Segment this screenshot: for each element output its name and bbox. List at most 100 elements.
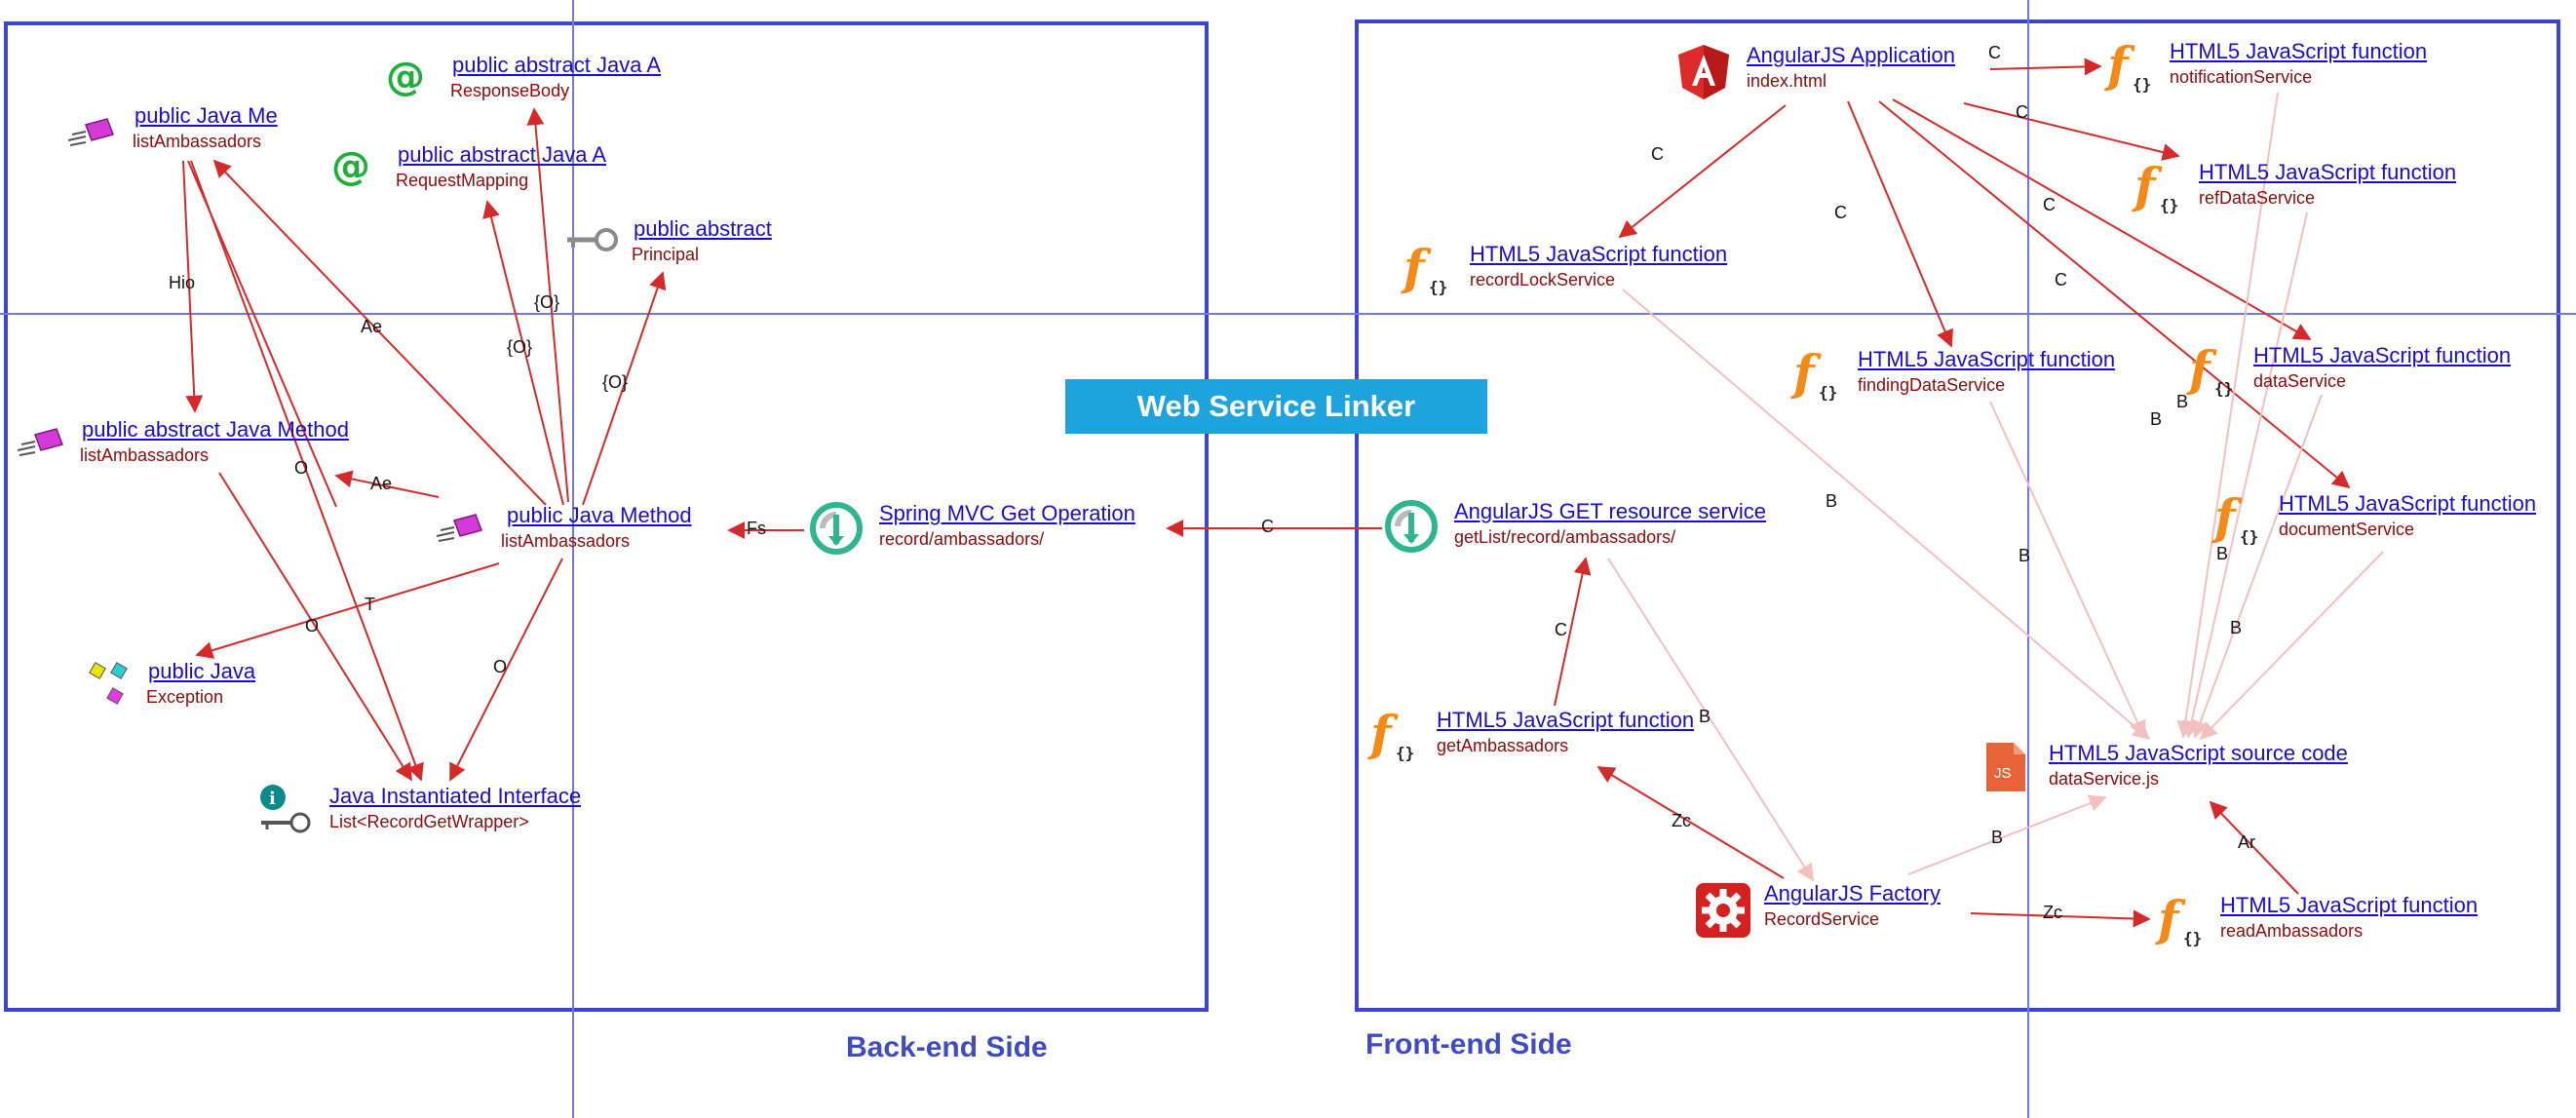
- edge-ae-left: [334, 470, 440, 498]
- node-abstract-method[interactable]: public abstract Java Method listAmbassad…: [16, 417, 386, 476]
- node-fn-readamb-title[interactable]: HTML5 JavaScript function: [2220, 893, 2479, 917]
- node-principal-title[interactable]: public abstract: [634, 216, 772, 241]
- edge-c-document: [1878, 100, 2351, 489]
- node-js-source-subtitle: dataService.js: [2049, 769, 2160, 789]
- web-service-icon: [1385, 500, 1438, 553]
- edge-label-hio: Hio: [169, 273, 196, 292]
- frontend-edges: [1554, 58, 2351, 928]
- node-fn-findingdata-title[interactable]: HTML5 JavaScript function: [1858, 347, 2116, 371]
- node-fn-dataservice[interactable]: f {} HTML5 JavaScript function dataServi…: [2185, 343, 2556, 402]
- node-angular-get-subtitle: getList/record/ambassadors/: [1454, 527, 1676, 547]
- edge-label-c6: C: [2055, 270, 2067, 289]
- node-instantiated-title[interactable]: Java Instantiated Interface: [329, 784, 582, 808]
- node-annot-response-title[interactable]: public abstract Java A: [452, 53, 662, 77]
- web-service-icon: [810, 502, 863, 555]
- js-function-icon: f {}: [2132, 160, 2178, 214]
- edge-o-response: [526, 107, 569, 503]
- node-js-source-title[interactable]: HTML5 JavaScript source code: [2049, 741, 2348, 765]
- edge-label-ar: Ar: [2238, 832, 2255, 852]
- svg-text:{}: {}: [2240, 527, 2258, 546]
- annotation-at-icon: @: [386, 55, 425, 99]
- node-fn-refdata[interactable]: f {} HTML5 JavaScript function refDataSe…: [2131, 160, 2501, 218]
- svg-text:{}: {}: [1819, 383, 1837, 402]
- edge-label-c2: C: [2016, 102, 2028, 122]
- node-java-method-title[interactable]: public Java Method: [507, 503, 692, 527]
- node-instantiated-subtitle: List<RecordGetWrapper>: [329, 812, 529, 831]
- svg-text:f: f: [2211, 491, 2243, 546]
- interface-key-icon: i: [260, 785, 311, 833]
- backend-frame: [4, 21, 1209, 1012]
- node-java-method-subtitle: listAmbassadors: [501, 531, 631, 551]
- node-exception[interactable]: public Java Exception: [86, 659, 281, 717]
- node-instantiated[interactable]: i Java Instantiated Interface List<Recor…: [255, 784, 626, 842]
- node-principal-subtitle: Principal: [632, 245, 700, 264]
- node-fn-document-title[interactable]: HTML5 JavaScript function: [2279, 491, 2537, 516]
- node-angular-get-title[interactable]: AngularJS GET resource service: [1454, 499, 1766, 523]
- edge-ar: [2209, 800, 2299, 895]
- frontend-frame: [1355, 19, 2560, 1012]
- node-factory-title[interactable]: AngularJS Factory: [1764, 881, 1941, 906]
- svg-text:i: i: [269, 789, 276, 809]
- backend-zone-label: Back-end Side: [846, 1031, 1048, 1063]
- node-method-top-title[interactable]: public Java Me: [135, 103, 278, 128]
- node-fn-recordlock-subtitle: recordLockService: [1470, 270, 1616, 289]
- node-fn-notification[interactable]: f {} HTML5 JavaScript function notificat…: [2103, 39, 2474, 97]
- edge-c-dataservice: [1892, 98, 2312, 340]
- node-annot-request[interactable]: @ public abstract Java A RequestMapping: [327, 142, 659, 201]
- node-angular-app[interactable]: AngularJS Application index.html: [1676, 43, 1998, 105]
- node-fn-getamb[interactable]: f {} HTML5 JavaScript function getAmbass…: [1366, 708, 1737, 766]
- vertical-guide-line-left: [572, 0, 574, 1118]
- svg-text:f: f: [1367, 708, 1399, 762]
- edge-label-o1: O: [294, 458, 309, 478]
- node-spring-get[interactable]: Spring MVC Get Operation record/ambassad…: [809, 501, 1160, 559]
- node-annot-request-subtitle: RequestMapping: [396, 171, 529, 190]
- js-function-icon: f {}: [1401, 242, 1447, 296]
- node-abstract-method-title[interactable]: public abstract Java Method: [82, 417, 349, 442]
- node-spring-get-subtitle: record/ambassadors/: [879, 529, 1045, 549]
- edge-label-b4: B: [2150, 409, 2163, 429]
- node-java-method[interactable]: public Java Method listAmbassadors: [435, 503, 717, 561]
- node-principal[interactable]: public abstract Principal: [563, 216, 788, 275]
- edge-b-document: [2199, 551, 2384, 741]
- edge-label-ae-top: Ae: [361, 317, 383, 336]
- node-method-top-subtitle: listAmbassadors: [133, 132, 262, 151]
- node-fn-dataservice-title[interactable]: HTML5 JavaScript function: [2253, 343, 2512, 367]
- node-fn-readamb[interactable]: f {} HTML5 JavaScript function readAmbas…: [2154, 893, 2524, 951]
- horizontal-guide-line: [0, 313, 2576, 315]
- vertical-guide-line-right: [2027, 0, 2029, 1118]
- node-fn-recordlock[interactable]: f {} HTML5 JavaScript function recordLoc…: [1400, 242, 1770, 300]
- node-fn-notification-title[interactable]: HTML5 JavaScript function: [2170, 39, 2428, 63]
- edge-label-t1: T: [365, 595, 375, 614]
- node-angular-app-title[interactable]: AngularJS Application: [1747, 43, 1956, 67]
- node-fn-document-subtitle: documentService: [2279, 520, 2415, 539]
- node-factory[interactable]: AngularJS Factory RecordService: [1694, 881, 1986, 944]
- svg-text:{}: {}: [2160, 196, 2178, 214]
- node-method-top[interactable]: public Java Me listAmbassadors: [66, 103, 320, 162]
- node-fn-refdata-subtitle: refDataService: [2199, 188, 2316, 208]
- svg-text:@: @: [386, 55, 425, 99]
- gear-icon: [1696, 883, 1750, 938]
- node-fn-recordlock-title[interactable]: HTML5 JavaScript function: [1470, 242, 1728, 266]
- node-js-source[interactable]: JS HTML5 JavaScript source code dataServ…: [1984, 741, 2394, 799]
- edge-c-refdata: [1963, 102, 2180, 161]
- edge-label-o2: O: [305, 616, 320, 636]
- java-method-icon: [17, 428, 63, 456]
- node-fn-document[interactable]: f {} HTML5 JavaScript function documentS…: [2211, 491, 2571, 550]
- edge-label-b3: B: [2176, 392, 2189, 411]
- node-fn-getamb-title[interactable]: HTML5 JavaScript function: [1437, 708, 1695, 732]
- node-fn-getamb-subtitle: getAmbassadors: [1437, 736, 1569, 755]
- svg-text:f: f: [2132, 160, 2163, 214]
- node-angular-get[interactable]: AngularJS GET resource service getList/r…: [1384, 499, 1793, 558]
- js-function-icon: f {}: [1790, 347, 1837, 402]
- node-annot-request-title[interactable]: public abstract Java A: [398, 142, 607, 167]
- node-exception-title[interactable]: public Java: [148, 659, 256, 683]
- node-annot-response[interactable]: @ public abstract Java A ResponseBody: [382, 53, 713, 111]
- node-spring-get-title[interactable]: Spring MVC Get Operation: [879, 501, 1135, 525]
- node-fn-findingdata[interactable]: f {} HTML5 JavaScript function findingDa…: [1789, 347, 2160, 405]
- edge-label-b2: B: [2019, 546, 2031, 565]
- edge-label-c-link: C: [1261, 517, 1274, 536]
- node-fn-refdata-title[interactable]: HTML5 JavaScript function: [2199, 160, 2457, 184]
- js-function-icon: f {}: [2186, 343, 2233, 398]
- edge-c-notification: [1989, 58, 2102, 76]
